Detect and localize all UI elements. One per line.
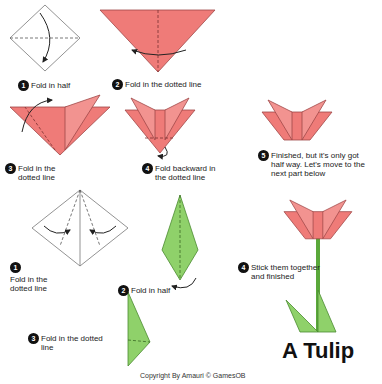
callout-number: 5	[258, 150, 269, 161]
step-instruction: Stick them together and finished	[251, 263, 321, 281]
step-instruction: Fold in the dotted line	[18, 164, 70, 182]
callout-number: 4	[238, 262, 249, 273]
callout-number: 2	[118, 285, 129, 296]
step-instruction: Fold backward in the dotted line	[155, 164, 227, 182]
callout-number: 2	[112, 79, 123, 90]
step-instruction: Finished, but it's only got half way. Le…	[271, 151, 371, 178]
step-instruction: Fold in the dotted line	[125, 80, 225, 89]
callout-number: 3	[28, 333, 39, 344]
step-instruction: Fold in half	[31, 81, 91, 90]
callout-number: 1	[10, 262, 21, 273]
callout-number: 3	[5, 163, 16, 174]
callout-number: 1	[18, 80, 29, 91]
step-instruction: Fold in the dotted line	[10, 275, 56, 293]
copyright-watermark: Copyright By Amauri © GamesOB	[140, 372, 246, 379]
callout-number: 4	[142, 163, 153, 174]
step-instruction: Fold in the dotted line	[41, 334, 103, 352]
step-instruction: Fold in half	[131, 286, 171, 295]
diagram-title: A Tulip	[282, 338, 354, 364]
